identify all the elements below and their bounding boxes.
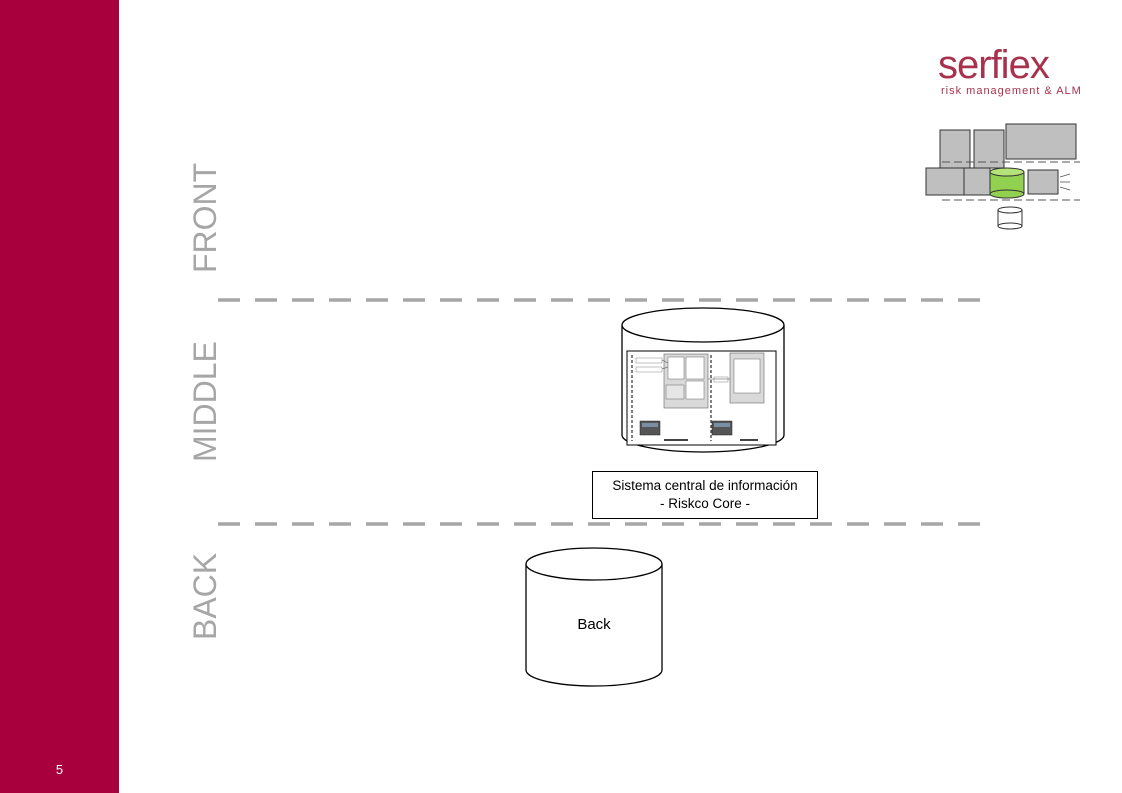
- layer-label-front: FRONT: [187, 162, 223, 273]
- layer-label-back: BACK: [187, 552, 223, 640]
- layer-label-middle: MIDDLE: [187, 341, 223, 462]
- architecture-overview-icon: [925, 123, 1080, 230]
- core-system-database: [621, 307, 785, 453]
- page-number: 5: [55, 762, 64, 777]
- core-system-subtitle: - Riskco Core -: [659, 496, 750, 511]
- brand-logo-wordmark: serfiex: [938, 43, 1050, 87]
- back-database-label: Back: [577, 616, 611, 633]
- database-icon-green: [989, 167, 1025, 199]
- architecture-diagram-icon: [626, 350, 777, 446]
- sidebar: 5: [0, 0, 119, 793]
- brand-logo-tagline: risk management & ALM: [941, 85, 1082, 97]
- back-database: [525, 547, 663, 687]
- database-icon-small: [997, 206, 1023, 230]
- core-system-title: Sistema central de información: [612, 478, 798, 493]
- core-system-callout: Sistema central de información - Riskco …: [592, 471, 818, 519]
- brand-logo: serfiex risk management & ALM: [938, 45, 1088, 105]
